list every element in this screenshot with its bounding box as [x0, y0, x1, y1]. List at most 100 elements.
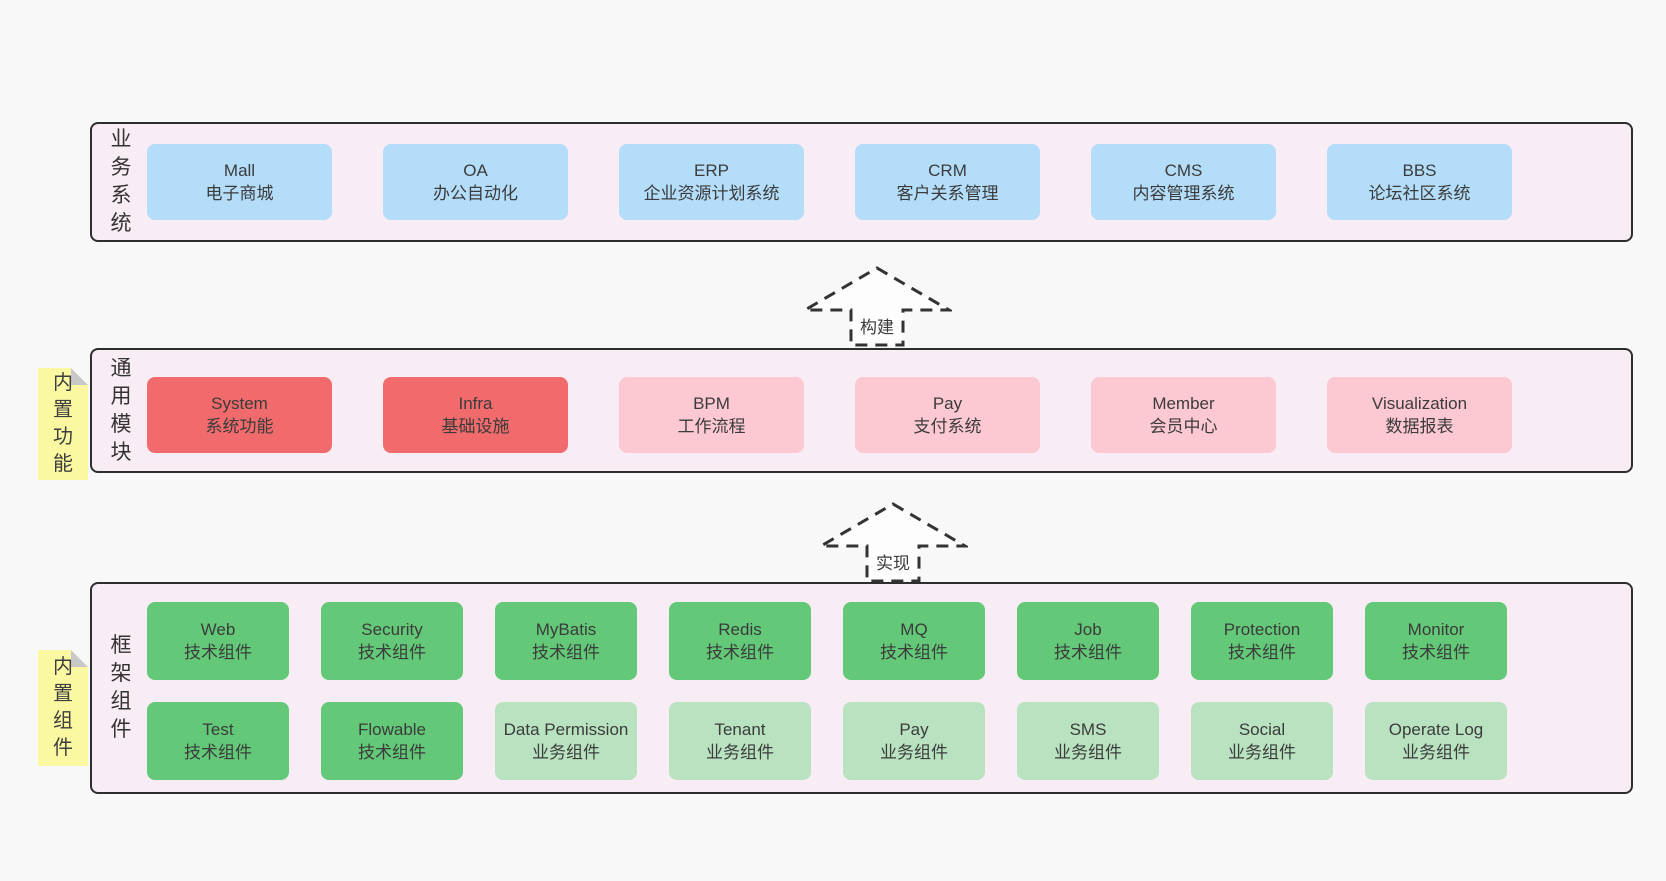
box-subtitle: 技术组件 — [358, 643, 426, 662]
box-monitor: Monitor 技术组件 — [1365, 602, 1507, 680]
box-title: MyBatis — [535, 620, 597, 639]
box-subtitle: 论坛社区系统 — [1368, 184, 1471, 203]
box-bpm: BPM 工作流程 — [619, 377, 804, 453]
box-subtitle: 电子商城 — [205, 184, 274, 203]
box-pay: Pay 支付系统 — [855, 377, 1040, 453]
sticky-tab-text: 内置组件 — [53, 656, 73, 759]
box-cms: CMS 内容管理系统 — [1091, 144, 1276, 220]
box-subtitle: 支付系统 — [913, 417, 982, 436]
box-title: Operate Log — [1388, 720, 1484, 739]
box-subtitle: 客户关系管理 — [896, 184, 999, 203]
layer-side-label: 业务系统 — [102, 124, 140, 240]
layer-side-label-text: 通用模块 — [110, 356, 132, 464]
box-subtitle: 业务组件 — [1054, 743, 1122, 762]
box-title: Flowable — [357, 720, 427, 739]
box-title: MQ — [900, 620, 928, 639]
box-subtitle: 业务组件 — [1228, 743, 1296, 762]
box-subtitle: 业务组件 — [880, 743, 948, 762]
box-subtitle: 工作流程 — [677, 417, 746, 436]
box-title: Social — [1238, 720, 1286, 739]
box-title: SMS — [1069, 720, 1107, 739]
box-title: CMS — [1164, 161, 1203, 180]
box-data-permission: Data Permission 业务组件 — [495, 702, 637, 780]
box-title: Data Permission — [503, 720, 629, 739]
box-title: Tenant — [714, 720, 766, 739]
box-row: System 系统功能 Infra 基础设施 BPM 工作流程 Pay 支付系统 Member 会… — [147, 377, 1512, 453]
box-oa: OA 办公自动化 — [383, 144, 568, 220]
layer-side-label: 通用模块 — [102, 350, 140, 471]
box-title: CRM — [928, 161, 967, 180]
box-subtitle: 会员中心 — [1149, 417, 1218, 436]
box-subtitle: 办公自动化 — [433, 184, 518, 203]
box-title: Visualization — [1371, 394, 1468, 413]
box-title: BBS — [1402, 161, 1437, 180]
box-redis: Redis 技术组件 — [669, 602, 811, 680]
box-bbs: BBS 论坛社区系统 — [1327, 144, 1512, 220]
box-subtitle: 技术组件 — [1054, 643, 1122, 662]
box-subtitle: 基础设施 — [441, 417, 510, 436]
box-system: System 系统功能 — [147, 377, 332, 453]
layer-side-label: 框架组件 — [102, 584, 140, 792]
box-subtitle: 技术组件 — [880, 643, 948, 662]
box-title: Redis — [718, 620, 762, 639]
box-tenant: Tenant 业务组件 — [669, 702, 811, 780]
box-visualization: Visualization 数据报表 — [1327, 377, 1512, 453]
box-subtitle: 业务组件 — [706, 743, 774, 762]
box-title: OA — [463, 161, 488, 180]
sticky-tab-builtin-features: 内置功能 — [38, 368, 88, 480]
build-arrow: 构建 — [802, 265, 952, 347]
box-title: Pay — [899, 720, 929, 739]
box-title: Pay — [932, 394, 963, 413]
box-sms: SMS 业务组件 — [1017, 702, 1159, 780]
box-subtitle: 技术组件 — [706, 643, 774, 662]
box-title: Job — [1074, 620, 1102, 639]
box-mq: MQ 技术组件 — [843, 602, 985, 680]
box-title: Protection — [1223, 620, 1301, 639]
build-arrow-icon — [802, 266, 952, 347]
box-subtitle: 技术组件 — [184, 743, 252, 762]
box-title: Web — [200, 620, 236, 639]
box-pay: Pay 业务组件 — [843, 702, 985, 780]
box-title: System — [211, 394, 268, 413]
box-subtitle: 技术组件 — [358, 743, 426, 762]
box-title: Monitor — [1407, 620, 1465, 639]
box-subtitle: 内容管理系统 — [1132, 184, 1235, 203]
box-subtitle: 企业资源计划系统 — [643, 184, 780, 203]
box-job: Job 技术组件 — [1017, 602, 1159, 680]
box-crm: CRM 客户关系管理 — [855, 144, 1040, 220]
box-subtitle: 技术组件 — [1228, 643, 1296, 662]
box-security: Security 技术组件 — [321, 602, 463, 680]
box-subtitle: 数据报表 — [1385, 417, 1454, 436]
box-title: ERP — [694, 161, 729, 180]
box-subtitle: 技术组件 — [1402, 643, 1470, 662]
sticky-tab-text: 内置功能 — [53, 372, 73, 475]
box-title: BPM — [693, 394, 730, 413]
box-flowable: Flowable 技术组件 — [321, 702, 463, 780]
box-infra: Infra 基础设施 — [383, 377, 568, 453]
implement-arrow-icon — [818, 502, 968, 583]
implement-arrow: 实现 — [818, 501, 968, 583]
box-subtitle: 技术组件 — [184, 643, 252, 662]
box-erp: ERP 企业资源计划系统 — [619, 144, 804, 220]
box-subtitle: 业务组件 — [532, 743, 600, 762]
build-arrow-label: 构建 — [857, 313, 897, 338]
sticky-tab-builtin-components: 内置组件 — [38, 650, 88, 766]
box-subtitle: 系统功能 — [205, 417, 274, 436]
box-member: Member 会员中心 — [1091, 377, 1276, 453]
box-grid: System 系统功能 Infra 基础设施 BPM 工作流程 Pay 支付系统 Member 会… — [147, 377, 1512, 453]
box-title: Infra — [458, 394, 493, 413]
implement-arrow-label: 实现 — [873, 549, 913, 574]
box-title: Security — [361, 620, 423, 639]
box-title: Member — [1152, 394, 1215, 413]
box-web: Web 技术组件 — [147, 602, 289, 680]
